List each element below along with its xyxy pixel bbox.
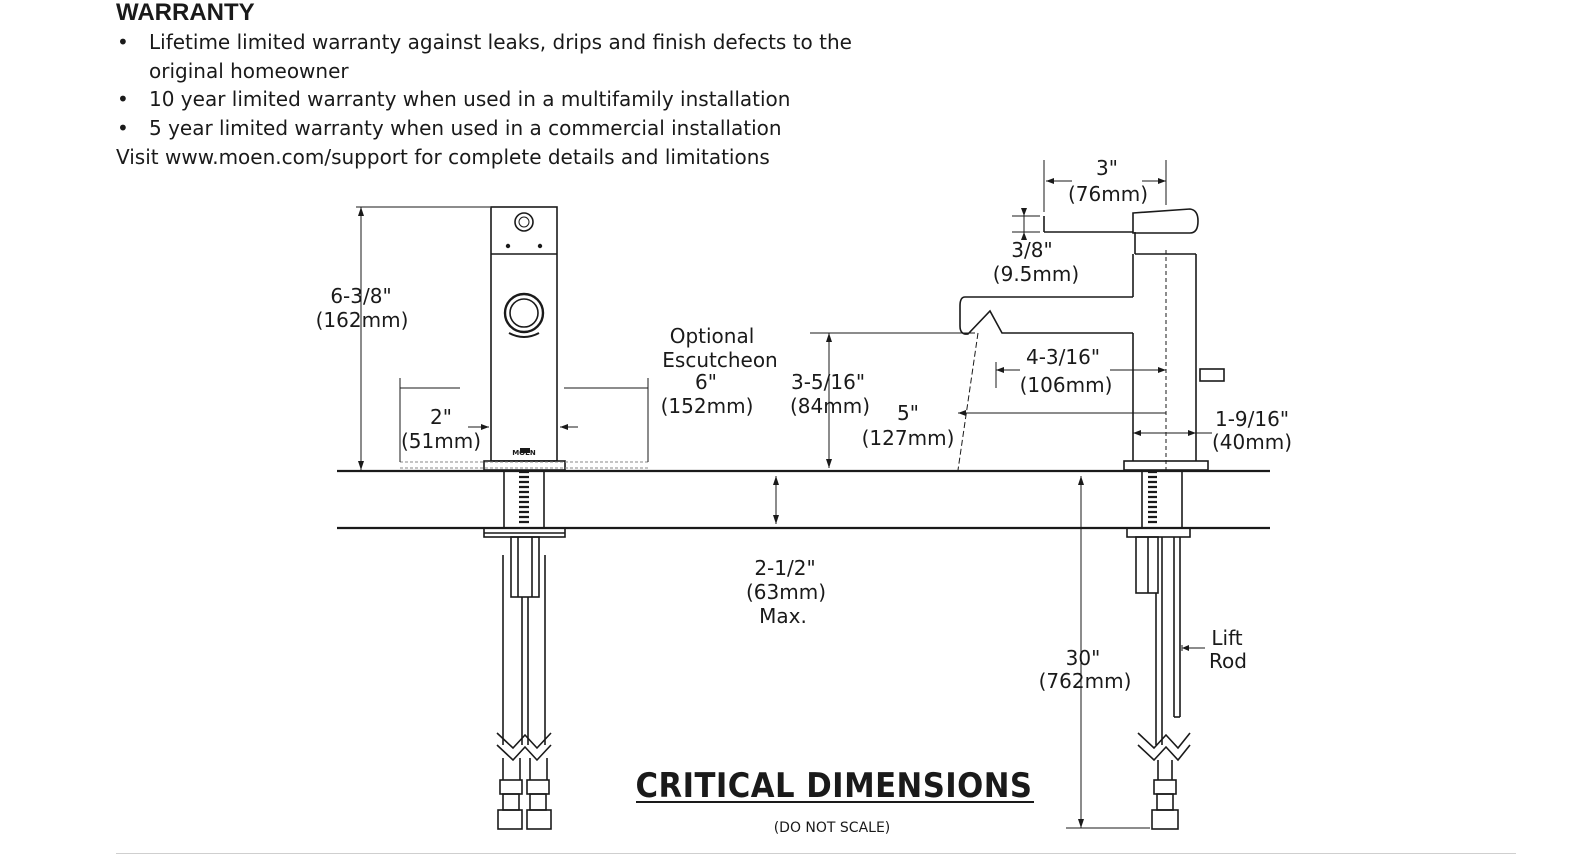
faucet-side-view — [959, 208, 1225, 830]
body-width-dim-in: 1-9/16" — [1215, 407, 1289, 431]
bottom-divider — [116, 853, 1516, 854]
warranty-section: WARRANTY Lifetime limited warranty again… — [116, 0, 916, 172]
warranty-list: Lifetime limited warranty against leaks,… — [116, 28, 916, 143]
escutcheon-label-2: Escutcheon — [662, 348, 777, 372]
reach-angle-dim-mm: (127mm) — [862, 426, 955, 450]
spout-height-dim-in: 3-5/16" — [791, 370, 865, 394]
escutcheon-dim-mm: (152mm) — [661, 394, 754, 418]
countertop-lines — [337, 469, 1270, 530]
escutcheon-dim-in: 6" — [695, 370, 717, 394]
escutcheon-label-1: Optional — [670, 324, 755, 348]
brand-mark: MOEN — [512, 449, 536, 457]
handle-thickness-dim-mm: (9.5mm) — [993, 262, 1079, 286]
lift-rod-label-1: Lift — [1211, 626, 1242, 650]
supply-length-dim-in: 30" — [1066, 646, 1101, 670]
dimension-labels: 6-3/8" (162mm) 2" (51mm) Optional Escutc… — [316, 156, 1292, 693]
base-dim-in: 2" — [430, 405, 452, 429]
escutcheon-outline — [400, 461, 648, 469]
spout-height-dim-mm: (84mm) — [790, 394, 870, 418]
warranty-item-multifamily: 10 year limited warranty when used in a … — [116, 85, 916, 114]
dimension-arrowheads — [358, 178, 1196, 828]
spout-reach-dim-in: 4-3/16" — [1026, 345, 1100, 369]
height-dim-mm: (162mm) — [316, 308, 409, 332]
body-width-dim-mm: (40mm) — [1212, 430, 1292, 454]
side-dimension-lines — [958, 160, 1212, 651]
diagram-title: CRITICAL DIMENSIONS — [636, 766, 1033, 806]
handle-length-dim-in: 3" — [1096, 156, 1118, 180]
diagram-subtitle: (DO NOT SCALE) — [774, 820, 891, 836]
faucet-front-view — [483, 206, 566, 830]
front-dimension-lines — [356, 206, 1150, 829]
deck-thickness-max: Max. — [759, 604, 807, 628]
warranty-item-lifetime: Lifetime limited warranty against leaks,… — [116, 28, 924, 85]
deck-thickness-dim-mm: (63mm) — [746, 580, 826, 604]
reach-angle-dim-in: 5" — [897, 401, 919, 425]
base-dim-mm: (51mm) — [401, 429, 481, 453]
spout-reach-angle-line — [957, 332, 979, 471]
lift-rod-label-2: Rod — [1209, 649, 1247, 673]
deck-thickness-dim-in: 2-1/2" — [754, 556, 815, 580]
handle-thickness-dim-in: 3/8" — [1011, 238, 1052, 262]
warranty-item-commercial: 5 year limited warranty when used in a c… — [116, 114, 916, 143]
handle-length-dim-mm: (76mm) — [1068, 182, 1148, 206]
supply-length-dim-mm: (762mm) — [1039, 669, 1132, 693]
warranty-title: WARRANTY — [116, 0, 255, 26]
spout-reach-dim-mm: (106mm) — [1020, 373, 1113, 397]
warranty-support-link-text: Visit www.moen.com/support for complete … — [116, 144, 770, 169]
height-dim-in: 6-3/8" — [330, 284, 391, 308]
